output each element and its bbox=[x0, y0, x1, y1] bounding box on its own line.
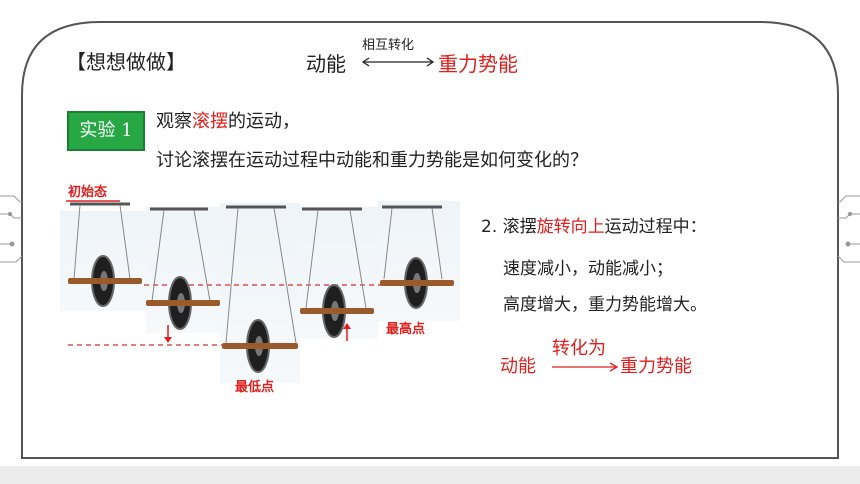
question-text: 观察 bbox=[156, 111, 192, 132]
question-text: 的运动， bbox=[228, 111, 300, 132]
header-formula: 动能 相互转化 重力势能 bbox=[306, 38, 546, 76]
question-highlight: 滚摆 bbox=[192, 111, 228, 132]
analysis-line-2: 速度减小，动能减小； bbox=[503, 259, 673, 279]
conclusion-arrow-label: 转化为 bbox=[552, 338, 606, 359]
question-line-1: 观察滚摆的运动， bbox=[156, 107, 300, 133]
wheel-lowest bbox=[222, 205, 298, 373]
label-highest-point: 最高点 bbox=[386, 321, 425, 337]
formula-potential-energy: 重力势能 bbox=[438, 52, 518, 76]
analysis-line-1: 2. 滚摆旋转向上运动过程中： bbox=[481, 212, 707, 237]
conclusion-formula: 动能 转化为 重力势能 bbox=[500, 334, 740, 378]
pendulum-illustration: 初始态 最低点 bbox=[60, 184, 460, 395]
analysis-line-3: 高度增大，重力势能增大。 bbox=[503, 295, 707, 315]
experiment-badge: 实验 1 bbox=[67, 111, 145, 151]
right-arrow-icon bbox=[552, 362, 619, 372]
wheel-initial bbox=[68, 202, 142, 307]
bottom-strip bbox=[0, 466, 860, 484]
formula-kinetic-energy: 动能 bbox=[306, 52, 346, 76]
label-lowest-point: 最低点 bbox=[235, 379, 274, 395]
circuit-ornament-left bbox=[0, 195, 23, 263]
double-arrow-icon bbox=[361, 57, 435, 67]
wheel-ascending bbox=[300, 207, 374, 341]
label-initial-state: 初始态 bbox=[68, 184, 107, 200]
analysis-text: 2. 滚摆 bbox=[481, 217, 537, 237]
analysis-highlight: 旋转向上 bbox=[536, 217, 605, 237]
analysis-text: 运动过程中： bbox=[604, 217, 707, 237]
conclusion-kinetic-energy: 动能 bbox=[500, 356, 536, 377]
question-line-2: 讨论滚摆在运动过程中动能和重力势能是如何变化的？ bbox=[156, 150, 588, 171]
circuit-ornament-right bbox=[837, 195, 860, 263]
conclusion-potential-energy: 重力势能 bbox=[620, 356, 692, 377]
wheel-descending bbox=[146, 207, 220, 343]
formula-arrow-label: 相互转化 bbox=[362, 38, 415, 53]
wheel-highest bbox=[380, 205, 454, 309]
section-title: 【想想做做】 bbox=[66, 50, 186, 74]
